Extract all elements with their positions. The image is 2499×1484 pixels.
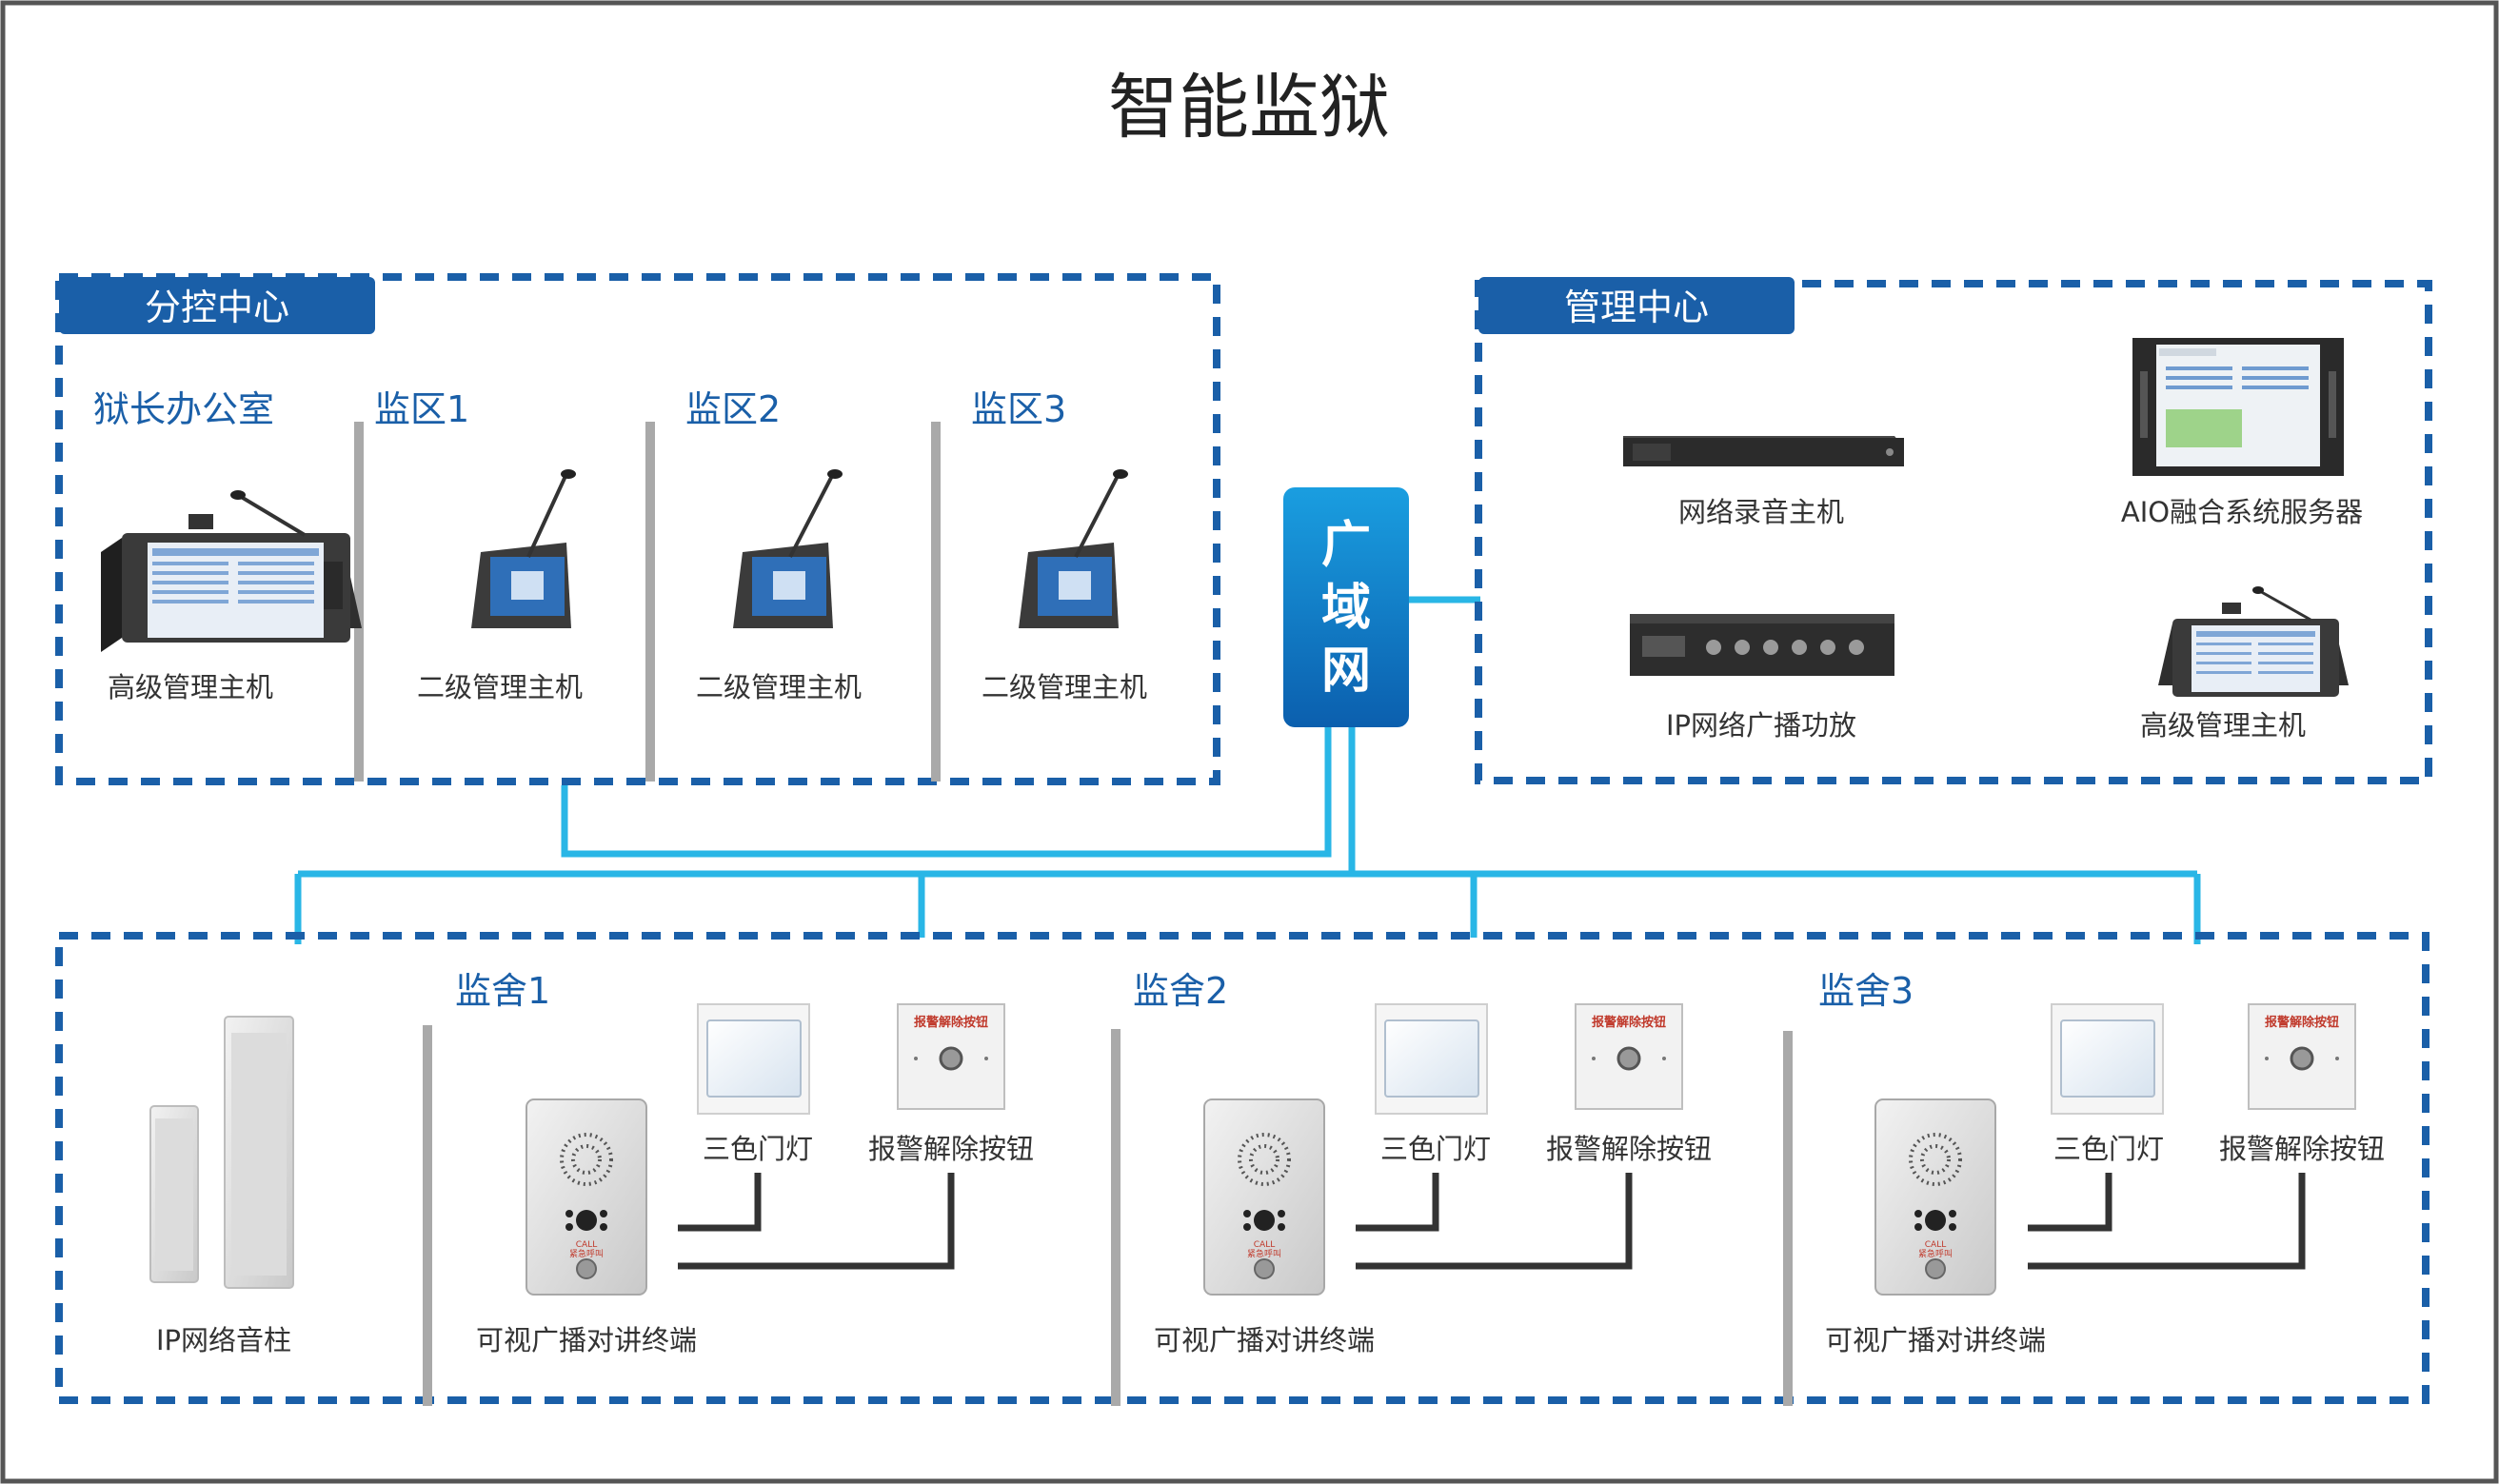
cell-3-wire-light [2028,1173,2112,1232]
cell-2-wire-light [1356,1173,1439,1232]
device-secondary-host-2-label: 二级管理主机 [696,671,862,703]
wan-node: 广 域 网 [1283,487,1409,727]
dashed-boxes [55,273,2432,1404]
aio-server-image [2132,338,2344,476]
divider-2 [645,422,655,782]
sub-center-dividers [354,422,941,782]
cell-divider-3 [1783,1031,1793,1406]
cell-3-terminal-label: 可视广播对讲终端 [1825,1324,2046,1356]
cell-1-alarm-plate-text: 报警解除按钮 [914,1015,988,1030]
cell-2-alarm-button-image: 报警解除按钮 [1575,1003,1683,1110]
device-recording-host-label: 网络录音主机 [1678,496,1844,528]
cell-3-alarm-button-image: 报警解除按钮 [2248,1003,2356,1110]
cell-3-wire-alarm [2028,1173,2306,1270]
cell-divider-1 [423,1025,432,1406]
divider-3 [931,422,941,782]
divider-1 [354,422,364,782]
cell-3-door-light-image [2051,1003,2164,1115]
cell-2-call-text: CALL [1254,1240,1275,1250]
cell-3-alarm-button-label: 报警解除按钮 [2219,1133,2385,1165]
cell-1-wires [678,1173,955,1270]
wan-char-3: 网 [1321,643,1371,700]
recording-host-image [1623,436,1904,466]
cell-2-alarm-plate-text: 报警解除按钮 [1592,1015,1666,1030]
cell-dividers [423,1025,1793,1406]
cell-2-terminal-label: 可视广播对讲终端 [1154,1324,1375,1356]
cell-1-door-light-label: 三色门灯 [703,1133,813,1165]
zone-warden-office: 狱长办公室 [93,388,274,430]
cell-3-alarm-plate-text: 报警解除按钮 [2265,1015,2339,1030]
advanced-host-image [101,490,362,652]
cell-2-door-light-label: 三色门灯 [1380,1133,1491,1165]
cell-1-alarm-button-image: 报警解除按钮 [897,1003,1005,1110]
secondary-host-image-2 [733,469,843,628]
cell-3: 监舍3 CALL 紧急呼叫 可视广播对讲终端 三色门灯 报警解除按钮 报警解除按… [1818,970,2385,1356]
cell-3-intercom-image: CALL 紧急呼叫 [1874,1098,1996,1296]
cell-2-alarm-button-label: 报警解除按钮 [1546,1133,1712,1165]
cell-3-call-sub: 紧急呼叫 [1918,1248,1953,1259]
cells-box [55,932,2430,1404]
link-sub-center [561,719,1332,858]
page-title: 智能监狱 [1108,67,1390,148]
tab-sub-center-label: 分控中心 [145,287,289,328]
tab-management-center: 管理中心 [1478,277,1795,334]
zone-area-2: 监区2 [685,388,781,430]
cell-1-terminal-label: 可视广播对讲终端 [476,1324,697,1356]
zone-area-3: 监区3 [971,388,1066,430]
cell-divider-2 [1111,1029,1121,1406]
device-broadcast-amplifier-label: IP网络广播功放 [1666,709,1856,742]
cell-2-wires [1356,1173,1633,1270]
wan-char-2: 域 [1321,580,1371,637]
device-secondary-host-3-label: 二级管理主机 [982,671,1147,703]
device-advanced-host-mgmt-label: 高级管理主机 [2140,709,2306,742]
cell-1-intercom-image: CALL 紧急呼叫 [526,1098,647,1296]
cell-2-call-sub: 紧急呼叫 [1247,1248,1281,1259]
ip-speaker-label: IP网络音柱 [156,1324,291,1356]
cell-3-door-light-label: 三色门灯 [2053,1133,2164,1165]
cell-2-label: 监舍2 [1133,970,1228,1012]
cell-1: 监舍1 CALL 紧急呼叫 可视广播对讲终端 三色门灯 报警解除按钮 报警解除按… [455,970,1034,1356]
cell-3-wires [2028,1173,2306,1270]
tab-sub-center: 分控中心 [59,277,375,334]
device-secondary-host-1-label: 二级管理主机 [417,671,583,703]
broadcast-amplifier-image [1630,614,1894,676]
zone-area-1: 监区1 [374,388,469,430]
tab-management-center-label: 管理中心 [1564,287,1709,328]
cell-1-alarm-button-label: 报警解除按钮 [868,1133,1034,1165]
advanced-host-image-mgmt [2158,586,2349,697]
cell-3-call-text: CALL [1925,1240,1946,1250]
network-lines [294,596,2201,944]
cell-1-wire-light [678,1173,762,1232]
management-center-box [1475,280,2432,784]
cell-3-label: 监舍3 [1818,970,1914,1012]
sub-center-box [55,273,1220,785]
device-advanced-host-label: 高级管理主机 [108,671,273,703]
secondary-host-image-3 [1019,469,1128,628]
wan-char-1: 广 [1321,517,1371,574]
cell-1-call-sub: 紧急呼叫 [569,1248,604,1259]
cell-2-door-light-image [1375,1003,1488,1115]
cell-2: 监舍2 CALL 紧急呼叫 可视广播对讲终端 三色门灯 报警解除按钮 报警解除按… [1133,970,1712,1356]
secondary-host-image-1 [471,469,576,628]
cell-1-door-light-image [697,1003,810,1115]
cell-2-wire-alarm [1356,1173,1633,1270]
cell-2-intercom-image: CALL 紧急呼叫 [1203,1098,1325,1296]
cell-1-label: 监舍1 [455,970,550,1012]
ip-speaker-image [149,1016,294,1289]
cell-1-wire-alarm [678,1173,955,1270]
cell-1-call-text: CALL [576,1240,597,1250]
device-aio-server-label: AIO融合系统服务器 [2121,496,2363,528]
